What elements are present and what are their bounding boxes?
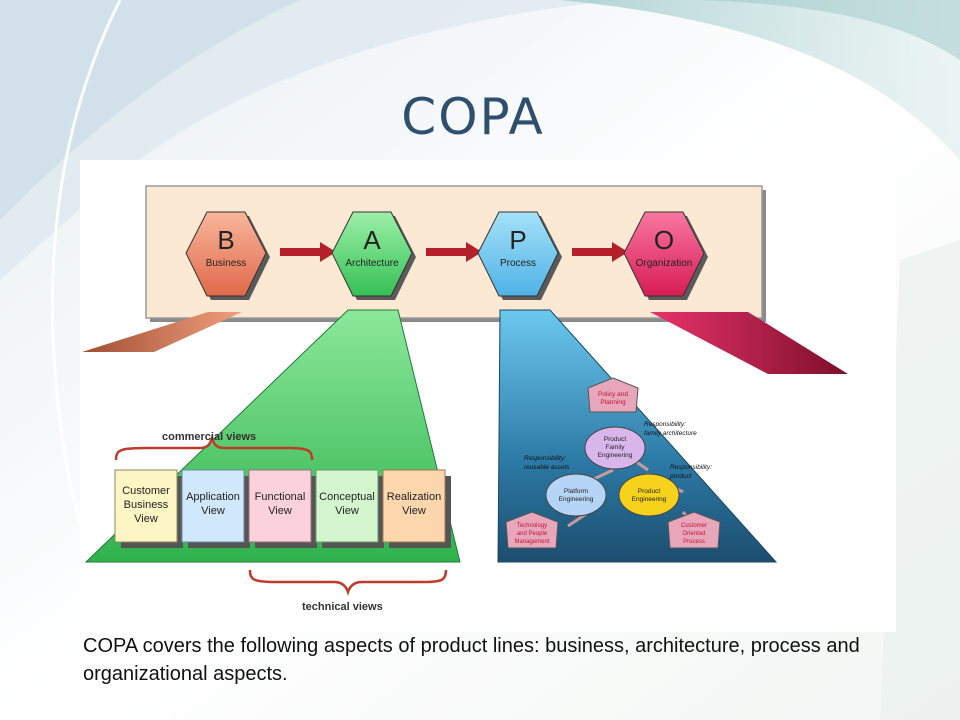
hexagon-architecture: A Architecture — [331, 211, 416, 300]
hexagon-process: P Process — [477, 211, 562, 300]
copa-diagram: B Business A Architecture P Process O Or… — [80, 160, 896, 632]
slide-title: COPA — [401, 88, 545, 146]
view-card-conceptual: Conceptual View — [315, 469, 384, 548]
pentagon-policy-planning: Policy and Planning — [587, 377, 639, 413]
view-card-functional: Functional View — [248, 469, 317, 548]
circle-product-engineering: Product Engineering — [618, 473, 680, 517]
responsibility-family-architecture: Responsibility: family architecture — [644, 421, 697, 437]
circle-platform-engineering: Platform Engineering — [545, 473, 607, 517]
view-card-label: View — [134, 513, 158, 525]
hexagon-letter: O — [654, 225, 674, 255]
view-card-application: Application View — [181, 469, 250, 548]
hexagon-label: Architecture — [345, 258, 399, 269]
view-card-realization: Realization View — [382, 469, 451, 548]
circle-label: Engineering — [559, 496, 594, 503]
responsibility-reusable-assets: Responsibility: reusable assets — [524, 455, 570, 471]
responsibility-label: family architecture — [644, 430, 697, 437]
view-card-customer-business: Customer Business View — [114, 469, 183, 548]
pentagon-label: Customer — [681, 523, 707, 529]
view-card-label: View — [268, 505, 292, 517]
hexagon-business: B Business — [185, 211, 270, 300]
pentagon-label: and People — [517, 531, 548, 537]
organization-slab — [650, 312, 848, 374]
responsibility-label: Responsibility: — [644, 421, 686, 428]
responsibility-product: Responsibility: product — [669, 464, 712, 480]
business-slab — [82, 312, 242, 352]
circle-label: Product — [638, 488, 661, 495]
view-card-label: Functional — [255, 491, 306, 503]
view-card-label: Realization — [387, 491, 441, 503]
view-card-label: Conceptual — [319, 491, 375, 503]
arrow-b-to-a — [280, 242, 336, 262]
hexagon-letter: B — [217, 225, 234, 255]
view-card-label: View — [402, 505, 426, 517]
circle-label: Family — [605, 444, 625, 451]
responsibility-label: Responsibility: — [670, 464, 712, 471]
hexagon-letter: P — [509, 225, 526, 255]
view-card-label: View — [201, 505, 225, 517]
arrow-a-to-p — [426, 242, 482, 262]
pentagon-label: Technology — [517, 523, 547, 529]
technical-views-label: technical views — [302, 601, 383, 613]
hexagon-organization: O Organization — [623, 211, 708, 300]
circle-product-family-engineering: Product Family Engineering — [584, 426, 646, 470]
pentagon-label: Management — [514, 539, 549, 545]
commercial-views-label: commercial views — [162, 431, 256, 443]
commercial-views-brace — [114, 434, 314, 461]
slide-caption: COPA covers the following aspects of pro… — [83, 635, 860, 685]
circle-label: Platform — [564, 488, 588, 495]
circle-label: Product — [604, 436, 627, 443]
hexagon-letter: A — [363, 225, 381, 255]
pentagon-label: Oriented — [682, 531, 705, 537]
pentagon-technology-people: Technology and People Management — [505, 511, 559, 549]
responsibility-label: reusable assets — [524, 464, 570, 471]
arrow-p-to-o — [572, 242, 628, 262]
responsibility-label: Responsibility: — [524, 455, 566, 462]
responsibility-label: product — [669, 473, 693, 480]
hexagon-label: Process — [500, 258, 536, 269]
view-card-label: Customer — [122, 485, 170, 497]
hexagon-label: Organization — [636, 258, 693, 269]
hexagon-label: Business — [206, 258, 247, 269]
pentagon-label: Planning — [600, 399, 626, 406]
circle-label: Engineering — [632, 496, 667, 503]
pentagon-customer-process: Customer Oriented Process — [667, 511, 721, 549]
pentagon-label: Process — [683, 539, 705, 545]
view-card-label: Application — [186, 491, 240, 503]
copa-diagram-svg: B Business A Architecture P Process O Or… — [82, 185, 848, 613]
technical-views-brace — [248, 569, 448, 596]
pentagon-label: Policy and — [598, 391, 628, 398]
circle-label: Engineering — [598, 452, 633, 459]
view-card-label: Business — [124, 499, 169, 511]
view-card-label: View — [335, 505, 359, 517]
